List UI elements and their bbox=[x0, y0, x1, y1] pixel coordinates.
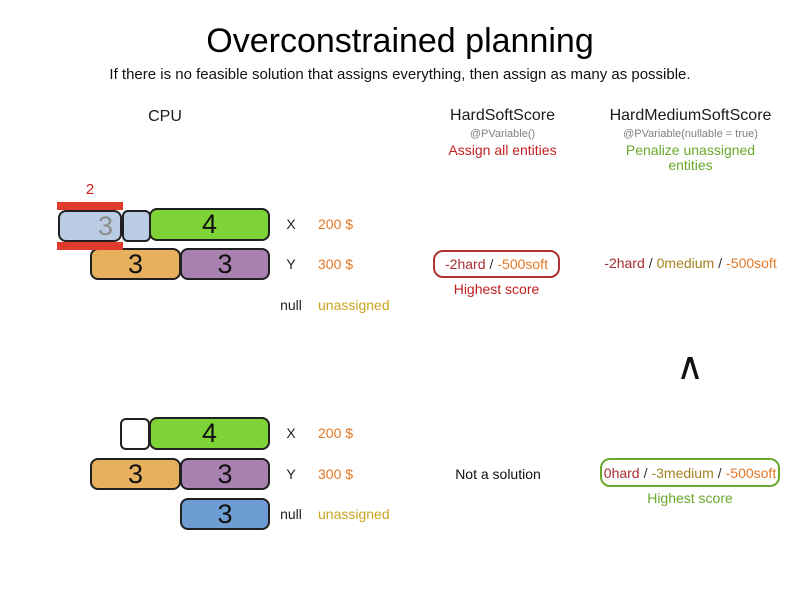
hardmediumsoftscore-title: HardMediumSoftScore bbox=[609, 107, 772, 124]
hardmediumsoftscore-result-box: 0hard / -3medium / -500soft bbox=[600, 458, 780, 487]
unassigned-label: unassigned bbox=[318, 506, 390, 522]
unassigned-label: unassigned bbox=[318, 297, 390, 313]
score-hard: -2hard bbox=[604, 255, 645, 271]
score-separator: / bbox=[718, 255, 723, 271]
computer-cost-x: 200 $ bbox=[318, 216, 354, 232]
computer-label-null: null bbox=[280, 506, 302, 522]
score-hard: -2hard bbox=[445, 256, 486, 272]
hardmediumsoftscore-strategy: Penalize unassigned entities bbox=[625, 142, 756, 173]
process-bar-blue-fit bbox=[122, 210, 151, 242]
process-bar-blue-unassigned: 3 bbox=[180, 498, 270, 530]
hardsoftscore-result-box: -2hard / -500soft bbox=[433, 250, 560, 278]
score-soft: -500soft bbox=[497, 256, 548, 272]
computer-cost-x: 200 $ bbox=[318, 425, 354, 441]
score-separator: / bbox=[643, 464, 648, 481]
column-header-cpu: CPU bbox=[148, 108, 182, 125]
hardsoftscore-strategy: Assign all entities bbox=[448, 142, 557, 158]
computer-label-x: X bbox=[286, 425, 296, 441]
computer-label-y: Y bbox=[286, 466, 296, 482]
hardmediumsoftscore-annotation: @PVariable(nullable = true) bbox=[623, 128, 758, 140]
highest-score-caption-bottom: Highest score bbox=[647, 490, 733, 506]
score-separator: / bbox=[648, 255, 653, 271]
column-header-hardsoftscore: HardSoftScore @PVariable() Assign all en… bbox=[415, 107, 590, 158]
computer-cost-y: 300 $ bbox=[318, 256, 354, 272]
computer-label-null: null bbox=[280, 297, 302, 313]
process-bar-blue-overflow: 3 bbox=[58, 210, 122, 242]
process-bar-green: 4 bbox=[149, 417, 270, 450]
overflow-amount-label: 2 bbox=[85, 181, 95, 198]
overflow-marker-bottom bbox=[57, 242, 123, 250]
score-hard: 0hard bbox=[603, 464, 640, 481]
process-bar-purple: 3 bbox=[180, 458, 270, 490]
hardsoftscore-title: HardSoftScore bbox=[450, 107, 555, 124]
computer-cost-y: 300 $ bbox=[318, 466, 354, 482]
score-soft: -500soft bbox=[725, 464, 777, 481]
process-bar-purple: 3 bbox=[180, 248, 270, 280]
hardsoftscore-annotation: @PVariable() bbox=[469, 128, 536, 140]
process-bar-green: 4 bbox=[149, 208, 270, 241]
hardmediumsoftscore-result-top: -2hard / 0medium / -500soft bbox=[598, 255, 783, 271]
highest-score-caption-top: Highest score bbox=[453, 281, 540, 297]
page-subtitle: If there is no feasible solution that as… bbox=[109, 66, 691, 83]
column-header-hardmediumsoftscore: HardMediumSoftScore @PVariable(nullable … bbox=[598, 107, 783, 173]
page-title: Overconstrained planning bbox=[206, 22, 594, 60]
computer-label-y: Y bbox=[286, 256, 296, 272]
score-medium: -3medium bbox=[651, 464, 714, 481]
process-bar-orange: 3 bbox=[90, 248, 181, 280]
process-bar-orange: 3 bbox=[90, 458, 181, 490]
score-soft: -500soft bbox=[726, 255, 777, 271]
not-a-solution-note: Not a solution bbox=[455, 466, 541, 482]
computer-label-x: X bbox=[286, 216, 296, 232]
score-separator: / bbox=[717, 464, 722, 481]
score-separator: / bbox=[489, 256, 494, 272]
score-medium: 0medium bbox=[656, 255, 715, 271]
free-capacity-segment bbox=[120, 418, 150, 450]
overflow-marker-top bbox=[57, 202, 123, 210]
better-than-symbol: ∧ bbox=[676, 346, 704, 388]
